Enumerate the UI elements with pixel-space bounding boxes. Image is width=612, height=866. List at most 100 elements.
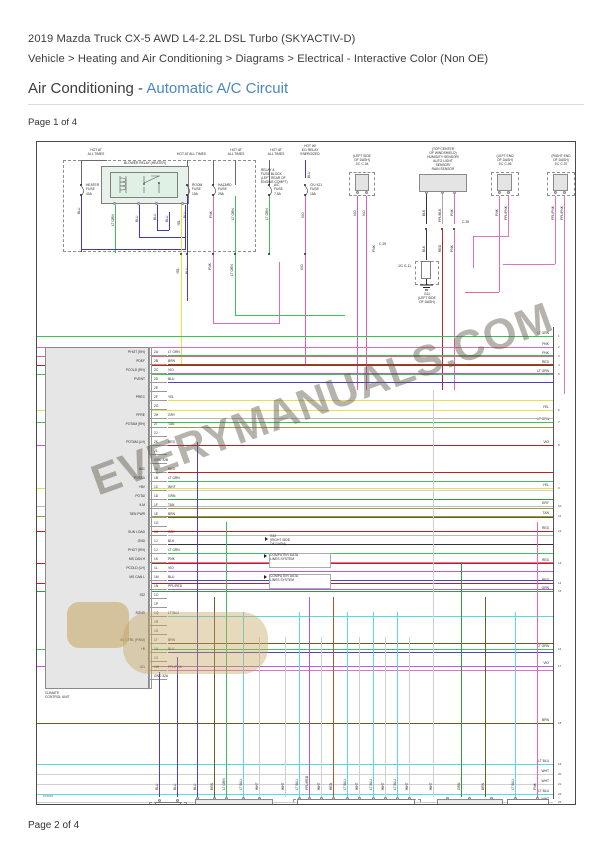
ccu-pin-wire-label: PPL/RED bbox=[168, 584, 183, 588]
wire-vio-ciu-label: VIO bbox=[301, 212, 305, 218]
relay-feed-blu bbox=[81, 249, 185, 250]
sensor-pnk-down-label: PNK bbox=[450, 245, 454, 252]
trunk-wht-2 bbox=[285, 637, 286, 797]
jc-c06-caption: (LEFT END OF DASH) J/C C-06 bbox=[496, 154, 514, 167]
ccu-pin-tick bbox=[149, 372, 167, 374]
data-note-1: COMPUTER DATA LINES SYSTEM bbox=[270, 553, 299, 562]
evap-pin-b bbox=[536, 797, 539, 800]
ccu-pin-code: 2K bbox=[154, 440, 159, 444]
ccu-pin-code: 1F bbox=[154, 503, 158, 507]
page-indicator-bottom: Page 2 of 4 bbox=[28, 820, 80, 831]
ccu-pin-tick bbox=[149, 552, 167, 554]
evap-pin-a bbox=[514, 797, 517, 800]
ccu-pin-tick bbox=[149, 399, 167, 401]
g11-caption: G11 (LEFT SIDE OF DASH) bbox=[418, 292, 436, 305]
ccu-pin-code: 1K bbox=[154, 557, 159, 561]
ccu-pin-tick bbox=[149, 615, 167, 617]
ccu-pin-wire-label: RED bbox=[168, 440, 175, 444]
ccu-pin-tick bbox=[149, 498, 167, 500]
wire-pnk-hazard-label: PNK bbox=[209, 211, 213, 218]
trunk-grn bbox=[461, 562, 462, 797]
ccu-pin-wire-line bbox=[168, 615, 553, 617]
trunk-ltblu-6 bbox=[515, 612, 516, 797]
jc-c48-pin bbox=[407, 797, 411, 800]
ccu-pin-name: MS CAN H bbox=[128, 557, 145, 561]
fuse-4-rating: 7.5A bbox=[274, 192, 281, 196]
trunk-brn bbox=[214, 597, 215, 797]
ccu-pin-code: 1J bbox=[154, 539, 158, 543]
bottom-wire-label: WHT bbox=[255, 782, 259, 790]
jc-c04-w1-label: VIO bbox=[353, 210, 357, 216]
right-wire-label: VIO bbox=[543, 661, 549, 665]
jc-c06-pin-1 bbox=[498, 191, 501, 194]
sensor-wire-pplblk bbox=[442, 194, 443, 224]
ccu-pin-code: 1T bbox=[154, 638, 158, 642]
ccu-pin-tick bbox=[149, 462, 167, 464]
data-note-arrow-2 bbox=[264, 575, 267, 579]
sensor-wire-pplblk-label: PPL/BLK bbox=[438, 208, 442, 222]
wiring-diagram[interactable]: HOT AT ALL TIMES HOT AT ALL TIMES HOT AT… bbox=[36, 141, 576, 805]
bottom-wire-label: LT BLU bbox=[393, 779, 397, 790]
right-wire-line bbox=[37, 516, 553, 517]
ccu-pin-tick bbox=[149, 363, 167, 365]
trunk-blu-2 bbox=[177, 657, 178, 797]
sensor-node-3 bbox=[453, 228, 456, 231]
ccu-pin-tick bbox=[149, 381, 167, 383]
right-wire-line bbox=[37, 591, 553, 592]
ccu-pin-name: BL CTRL (PWM) bbox=[120, 638, 145, 642]
right-wire-line bbox=[37, 410, 553, 411]
blower-relay-label: BLOWER RELAY (HEATER) bbox=[124, 161, 166, 165]
jc-c07-caption: (RIGHT END OF DASH) J/C C-07 bbox=[551, 154, 571, 167]
relay-coil-icon bbox=[119, 176, 127, 193]
sensor-node-1 bbox=[425, 228, 428, 231]
sensor-node-2 bbox=[441, 228, 444, 231]
relay-switch-icon bbox=[143, 175, 160, 193]
bottom-wire-label: WHT bbox=[429, 782, 433, 790]
right-wire-number: 18 bbox=[558, 721, 562, 725]
right-wire-number: 12 bbox=[558, 529, 562, 533]
jc-c04-box[interactable] bbox=[355, 174, 369, 191]
power-header-1: HOT AT ALL TIMES bbox=[87, 148, 105, 156]
ccu-pin-name: POTAI bbox=[135, 494, 145, 498]
sensor-wire-blk-label: BLK bbox=[422, 209, 426, 216]
jc-c06-w1-h bbox=[465, 292, 499, 293]
relay-wire-blu3-label: BLU bbox=[165, 215, 169, 222]
sensor-module-box[interactable] bbox=[419, 174, 467, 192]
bottom-wire-label: PNK bbox=[533, 783, 537, 790]
fuse-node-3 bbox=[212, 184, 215, 187]
ccu-pin-tick bbox=[149, 516, 167, 518]
jc-c07-box[interactable] bbox=[553, 174, 568, 191]
right-wire-label: LT GRN bbox=[537, 644, 549, 648]
g11-stem bbox=[426, 279, 427, 285]
ccu-pin-name: +BV bbox=[138, 485, 145, 489]
page-title-accent[interactable]: Automatic A/C Circuit bbox=[146, 80, 289, 97]
right-wire-number: 19 bbox=[558, 762, 562, 766]
jc-c48-pin bbox=[357, 797, 361, 800]
relay-wire-blu2-label: BLU bbox=[153, 213, 157, 220]
ccu-pin-tick bbox=[149, 570, 167, 572]
ccu-pin-wire-label: BLK bbox=[168, 539, 175, 543]
ccu-pin-wire-line bbox=[168, 417, 553, 419]
trunk-wht-6 bbox=[409, 637, 410, 797]
airflow-actuator-box[interactable] bbox=[195, 799, 273, 804]
right-wire-label: YEL bbox=[542, 405, 549, 409]
ccu-pin-wire-line bbox=[168, 498, 553, 500]
jc-c48-pin bbox=[383, 797, 387, 800]
evap-sensor-box[interactable] bbox=[507, 799, 549, 804]
ccu-pin-wire-line bbox=[168, 534, 553, 536]
actuator-pin-b bbox=[258, 797, 261, 800]
ccu-pin-code: 2I bbox=[154, 422, 157, 426]
sensor-pnk-down bbox=[454, 230, 455, 390]
ccu-pin-wire-label: PPL/PNK bbox=[168, 665, 182, 669]
jc-c04-pin-1 bbox=[356, 191, 359, 194]
right-wire-number: 8 bbox=[558, 443, 560, 447]
drop-ltgrn-h bbox=[235, 315, 345, 316]
ccu-pin-name: POTAM (RH) bbox=[125, 422, 145, 426]
jc-c04-enclosure bbox=[349, 172, 375, 196]
right-wire-line bbox=[37, 802, 553, 803]
jc-c48-box[interactable] bbox=[297, 799, 415, 804]
relay-feed-blu-v bbox=[185, 237, 186, 250]
ccu-pin-tick bbox=[149, 624, 167, 626]
jc-c06-box[interactable] bbox=[497, 174, 512, 191]
jc-c50-box[interactable] bbox=[155, 802, 181, 804]
